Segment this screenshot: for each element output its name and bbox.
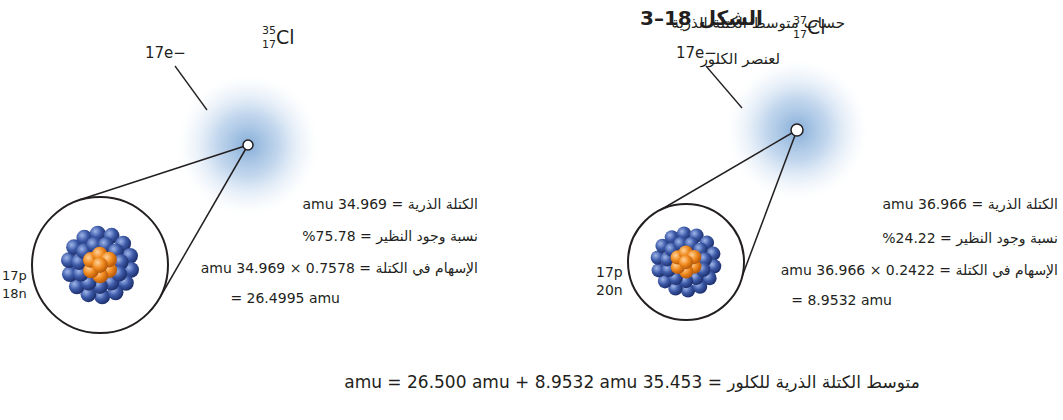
proton-ball [679, 255, 693, 269]
element-symbol: Cl [276, 26, 295, 49]
leader-line [175, 66, 207, 110]
nucleus-marker [243, 140, 253, 150]
nucleus-zoom [32, 197, 168, 333]
mass-contribution: الإسهام في الكتلة = 0.7578 × 34.969 amu [201, 260, 478, 277]
nucleus [61, 226, 139, 305]
electron-cloud [727, 60, 867, 200]
nucleus-zoom [628, 204, 744, 320]
electron-cloud [178, 75, 318, 215]
contribution-result: = 8.9532 amu [791, 292, 892, 309]
neutron-count: 20n [596, 282, 623, 299]
mass-contribution: الإسهام في الكتلة = 0.2422 × 36.966 amu [781, 262, 1058, 279]
atomic-mass: الكتلة الذرية = 36.966 amu [882, 196, 1058, 213]
average-equation: متوسط الكتلة الذرية للكلور = 35.453 amu … [344, 372, 920, 392]
electron-count: 17e− [676, 44, 717, 62]
isotope-abundance: نسبة وجود النظير = 75.78% [302, 228, 478, 245]
contribution-result: = 26.4995 amu [230, 290, 340, 307]
atomic-number: 17 [793, 28, 807, 41]
leader-line [706, 66, 742, 108]
zoom-line [740, 130, 797, 282]
isotope-abundance: نسبة وجود النظير = 24.22% [882, 230, 1058, 247]
mass-number: 37 [793, 14, 807, 27]
element-symbol: Cl [807, 16, 826, 39]
proton-count: 17p [596, 264, 623, 281]
mass-number: 35 [262, 24, 276, 37]
zoom-line [657, 130, 797, 212]
atomic-number: 17 [262, 38, 276, 51]
neutron-count: 18n [2, 286, 27, 302]
proton-count: 17p [2, 268, 27, 284]
proton-ball [92, 257, 108, 273]
nucleus [651, 226, 722, 297]
electron-count: 17e− [145, 44, 186, 62]
atomic-mass: الكتلة الذرية = 34.969 amu [302, 196, 478, 213]
nucleus-marker [791, 124, 803, 136]
zoom-line [79, 145, 248, 200]
